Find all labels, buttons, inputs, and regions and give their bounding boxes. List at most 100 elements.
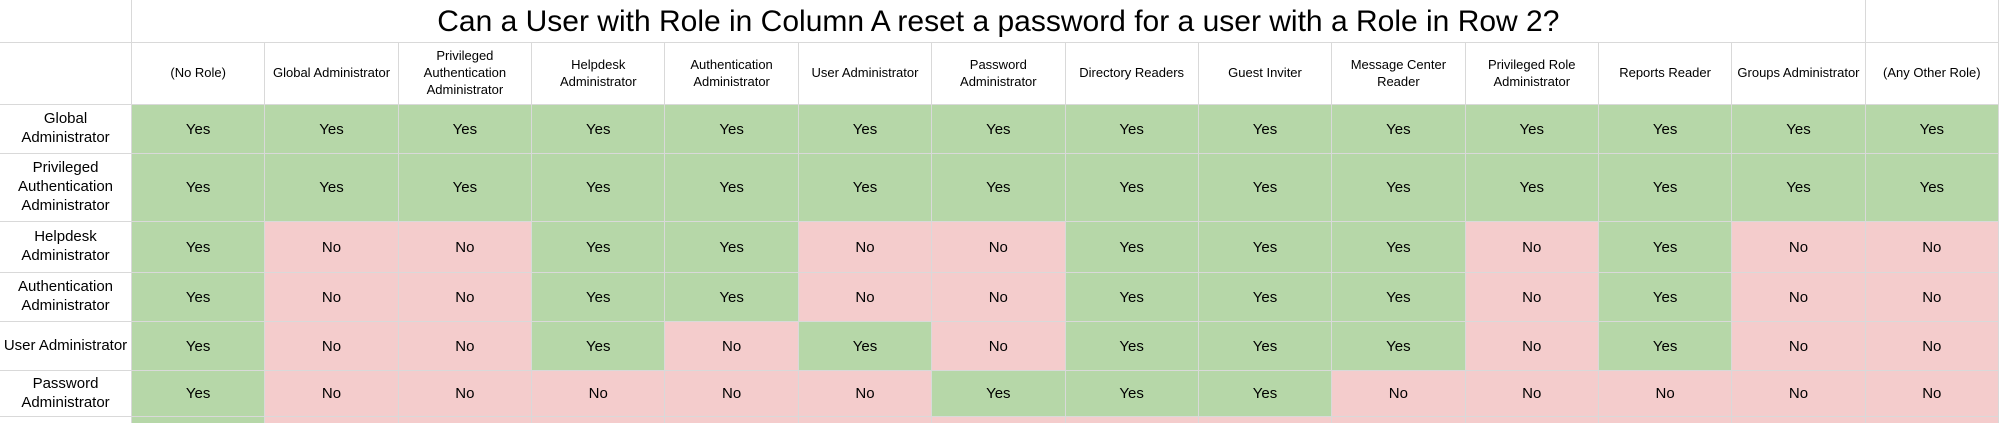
matrix-cell-r0-c7: Yes [1065,105,1199,154]
header-row-blank-cell [0,43,132,105]
matrix-cell-r2-c7: Yes [1065,222,1199,273]
matrix-cell-r0-c12: Yes [1732,105,1866,154]
matrix-cell-r0-c2: Yes [398,105,533,154]
partial-row-cell-3 [532,417,666,423]
matrix-cell-r0-c4: Yes [665,105,799,154]
matrix-cell-r3-c8: Yes [1198,273,1333,322]
matrix-cell-r1-c8: Yes [1198,154,1333,222]
matrix-cell-r3-c0: Yes [132,273,266,322]
matrix-cell-r4-c4: No [665,322,799,371]
matrix-cell-r1-c10: Yes [1465,154,1599,222]
column-header-0: (No Role) [132,43,266,105]
matrix-cell-r0-c1: Yes [265,105,399,154]
matrix-cell-r0-c8: Yes [1198,105,1333,154]
matrix-cell-r4-c10: No [1465,322,1599,371]
matrix-cell-r3-c2: No [398,273,533,322]
partial-row-cell-5 [798,417,933,423]
matrix-cell-r0-c10: Yes [1465,105,1599,154]
matrix-cell-r1-c0: Yes [132,154,266,222]
partial-row-cell-13 [1865,417,1999,423]
matrix-cell-r3-c7: Yes [1065,273,1199,322]
matrix-cell-r2-c1: No [265,222,399,273]
matrix-cell-r0-c13: Yes [1865,105,1999,154]
column-header-2: Privileged Authentication Administrator [398,43,533,105]
partial-row-cell-1 [265,417,399,423]
column-header-6: Password Administrator [932,43,1066,105]
matrix-cell-r1-c7: Yes [1065,154,1199,222]
matrix-cell-r4-c2: No [398,322,533,371]
matrix-cell-r2-c13: No [1865,222,1999,273]
matrix-cell-r5-c0: Yes [132,371,266,417]
column-header-8: Guest Inviter [1198,43,1333,105]
row-header-2: Helpdesk Administrator [0,222,132,273]
matrix-cell-r0-c9: Yes [1332,105,1466,154]
partial-row-cell-7 [1065,417,1199,423]
matrix-cell-r5-c13: No [1865,371,1999,417]
matrix-cell-r3-c3: Yes [532,273,666,322]
row-header-0: Global Administrator [0,105,132,154]
matrix-cell-r0-c3: Yes [532,105,666,154]
partial-row-cell-4 [665,417,799,423]
partial-row-cell-11 [1598,417,1733,423]
matrix-cell-r3-c1: No [265,273,399,322]
partial-row-cell-8 [1198,417,1333,423]
partial-row-cell-0 [132,417,266,423]
matrix-cell-r0-c11: Yes [1598,105,1733,154]
column-header-1: Global Administrator [265,43,399,105]
matrix-cell-r2-c11: Yes [1598,222,1733,273]
matrix-cell-r5-c3: No [532,371,666,417]
matrix-cell-r0-c6: Yes [932,105,1066,154]
matrix-cell-r2-c6: No [932,222,1066,273]
matrix-cell-r1-c6: Yes [932,154,1066,222]
matrix-cell-r5-c9: No [1332,371,1466,417]
matrix-cell-r3-c5: No [798,273,933,322]
matrix-cell-r3-c6: No [932,273,1066,322]
matrix-cell-r5-c2: No [398,371,533,417]
matrix-cell-r2-c4: Yes [665,222,799,273]
matrix-cell-r1-c5: Yes [798,154,933,222]
matrix-cell-r4-c12: No [1732,322,1866,371]
matrix-cell-r2-c3: Yes [532,222,666,273]
column-header-4: Authentication Administrator [665,43,799,105]
column-header-7: Directory Readers [1065,43,1199,105]
matrix-cell-r4-c5: Yes [798,322,933,371]
column-header-12: Groups Administrator [1732,43,1866,105]
partial-row-cell-10 [1465,417,1599,423]
matrix-cell-r2-c5: No [798,222,933,273]
partial-row-cell-2 [398,417,533,423]
matrix-cell-r3-c13: No [1865,273,1999,322]
column-header-3: Helpdesk Administrator [532,43,666,105]
matrix-cell-r5-c5: No [798,371,933,417]
matrix-cell-r2-c2: No [398,222,533,273]
partial-row-cell-9 [1332,417,1466,423]
table-title: Can a User with Role in Column A reset a… [132,0,1866,43]
matrix-cell-r0-c5: Yes [798,105,933,154]
column-header-13: (Any Other Role) [1865,43,1999,105]
row-header-4: User Administrator [0,322,132,371]
partial-row-cell-6 [932,417,1066,423]
row-header-1: Privileged Authentication Administrator [0,154,132,222]
matrix-cell-r2-c0: Yes [132,222,266,273]
corner-blank-cell [0,0,132,43]
matrix-cell-r2-c10: No [1465,222,1599,273]
matrix-cell-r4-c3: Yes [532,322,666,371]
matrix-cell-r4-c7: Yes [1065,322,1199,371]
matrix-cell-r1-c13: Yes [1865,154,1999,222]
matrix-cell-r1-c3: Yes [532,154,666,222]
matrix-cell-r0-c0: Yes [132,105,266,154]
matrix-cell-r3-c11: Yes [1598,273,1733,322]
column-header-10: Privileged Role Administrator [1465,43,1599,105]
matrix-cell-r4-c1: No [265,322,399,371]
matrix-cell-r2-c8: Yes [1198,222,1333,273]
matrix-cell-r5-c11: No [1598,371,1733,417]
matrix-cell-r5-c10: No [1465,371,1599,417]
matrix-cell-r3-c4: Yes [665,273,799,322]
matrix-cell-r5-c6: Yes [932,371,1066,417]
matrix-cell-r4-c13: No [1865,322,1999,371]
matrix-cell-r4-c11: Yes [1598,322,1733,371]
matrix-cell-r3-c10: No [1465,273,1599,322]
matrix-cell-r1-c11: Yes [1598,154,1733,222]
matrix-cell-r5-c7: Yes [1065,371,1199,417]
partial-row-header [0,417,132,423]
